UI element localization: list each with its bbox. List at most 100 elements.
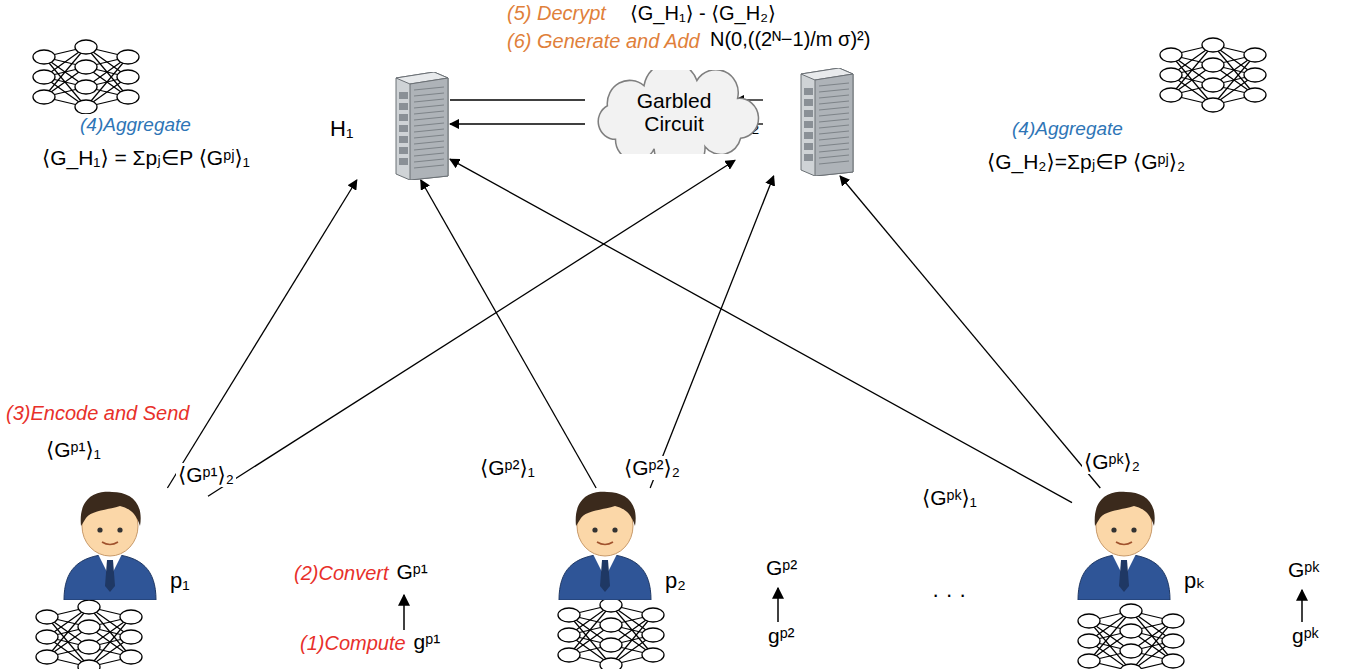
gradient-label: gᵖᵏ <box>1290 624 1321 648</box>
step-label: (6) Generate and Add <box>505 30 702 53</box>
nn-neuron <box>1162 634 1184 648</box>
nn-neuron <box>1202 78 1224 92</box>
share-label: ⟨Gᵖ¹⟩₂ <box>176 463 236 487</box>
connector-arrow <box>421 180 596 488</box>
node-label: H₁ <box>330 116 353 142</box>
ellipsis: · · · <box>930 582 968 607</box>
user-icon <box>1072 488 1176 600</box>
connector-arrow <box>167 180 356 488</box>
user-node: pₖ <box>1072 488 1222 600</box>
convert-arrow <box>777 588 779 622</box>
convert-arrow <box>403 595 405 630</box>
nn-neuron <box>1078 654 1100 668</box>
formula: N(0,((2ᴺ−1)/m σ)²) <box>708 28 872 51</box>
nn-neuron <box>1244 88 1266 102</box>
neural-network-icon <box>1078 604 1184 669</box>
node-label: p₂ <box>665 568 686 594</box>
nn-neuron <box>1120 644 1142 658</box>
nn-neuron <box>558 608 580 622</box>
server-icon <box>793 68 855 176</box>
nn-neuron <box>600 638 622 652</box>
formula: ⟨G_H₁⟩ - ⟨G_H₂⟩ <box>628 2 778 25</box>
nn-neuron <box>36 610 58 624</box>
nn-neuron <box>33 70 55 84</box>
nn-neuron <box>33 50 55 64</box>
nn-neuron <box>642 648 664 662</box>
nn-neuron <box>558 628 580 642</box>
nn-neuron <box>1160 48 1182 62</box>
nn-neuron <box>1244 48 1266 62</box>
nn-neuron <box>1120 664 1142 669</box>
step-label: (2)Convert <box>292 562 390 585</box>
user-node: p₂ <box>553 488 703 600</box>
gradient-label: gᵖ¹ <box>412 630 443 654</box>
neural-network-icon <box>1160 38 1266 112</box>
nn-neuron <box>117 70 139 84</box>
connector-arrow <box>650 176 773 488</box>
nn-neuron <box>1120 604 1142 618</box>
nn-neuron <box>78 620 100 634</box>
step-label: (4)Aggregate <box>78 114 193 136</box>
nn-neuron <box>642 608 664 622</box>
connector-arrow <box>450 99 585 100</box>
connector-arrow <box>840 176 1100 488</box>
nn-neuron <box>75 100 97 114</box>
nn-neuron <box>36 630 58 644</box>
nn-neuron <box>75 60 97 74</box>
nn-neuron <box>600 618 622 632</box>
nn-neuron <box>117 50 139 64</box>
convert-arrow <box>1301 590 1303 622</box>
nn-neuron <box>75 80 97 94</box>
cloud-label: Garbled Circuit <box>624 89 724 135</box>
nn-neuron <box>1202 98 1224 112</box>
nn-neuron <box>1160 68 1182 82</box>
nn-neuron <box>1078 634 1100 648</box>
gradient-label: gᵖ² <box>766 624 797 648</box>
nn-neuron <box>600 598 622 612</box>
user-node: p₁ <box>58 488 208 600</box>
nn-neuron <box>1160 88 1182 102</box>
node-label: pₖ <box>1184 568 1206 594</box>
nn-neuron <box>120 630 142 644</box>
nn-neuron <box>1244 68 1266 82</box>
neural-network-icon <box>33 40 139 114</box>
nn-neuron <box>1120 624 1142 638</box>
nn-neuron <box>120 610 142 624</box>
nn-neuron <box>1202 38 1224 52</box>
nn-neuron <box>75 40 97 54</box>
nn-neuron <box>642 628 664 642</box>
share-label: ⟨Gᵖ²⟩₂ <box>622 456 682 480</box>
connector-arrow <box>208 160 735 496</box>
nn-neuron <box>78 660 100 669</box>
gradient-label: Gᵖ¹ <box>394 560 429 584</box>
step-label: (1)Compute <box>298 632 408 655</box>
node-label: p₁ <box>170 568 190 594</box>
nn-neuron <box>117 90 139 104</box>
gradient-label: Gᵖᵏ <box>1286 558 1321 582</box>
server-icon <box>388 72 450 180</box>
step-label: (5) Decrypt <box>505 2 608 25</box>
share-label: ⟨Gᵖ¹⟩₁ <box>44 438 103 462</box>
nn-neuron <box>1162 614 1184 628</box>
step-label: (3)Encode and Send <box>4 402 191 425</box>
nn-neuron <box>600 658 622 669</box>
nn-neuron <box>1202 58 1224 72</box>
cloud-node: Garbled Circuit <box>585 70 763 154</box>
formula: ⟨G_H₂⟩=Σpⱼ∈P ⟨Gᵖʲ⟩₂ <box>985 150 1187 174</box>
nn-neuron <box>558 648 580 662</box>
share-label: ⟨Gᵖ²⟩₁ <box>478 456 537 480</box>
user-icon <box>553 488 657 600</box>
user-icon <box>58 488 162 600</box>
nn-neuron <box>78 600 100 614</box>
step-label: (4)Aggregate <box>1010 118 1125 140</box>
server-node: H₁ <box>330 72 450 180</box>
nn-neuron <box>1162 654 1184 668</box>
neural-network-icon <box>36 600 142 669</box>
gradient-label: Gᵖ² <box>764 556 799 580</box>
nn-neuron <box>33 90 55 104</box>
nn-neuron <box>78 640 100 654</box>
connector-arrow <box>450 123 585 124</box>
share-label: ⟨Gᵖᵏ⟩₂ <box>1082 450 1142 474</box>
neural-network-icon <box>558 598 664 669</box>
share-label: ⟨Gᵖᵏ⟩₁ <box>920 486 979 510</box>
